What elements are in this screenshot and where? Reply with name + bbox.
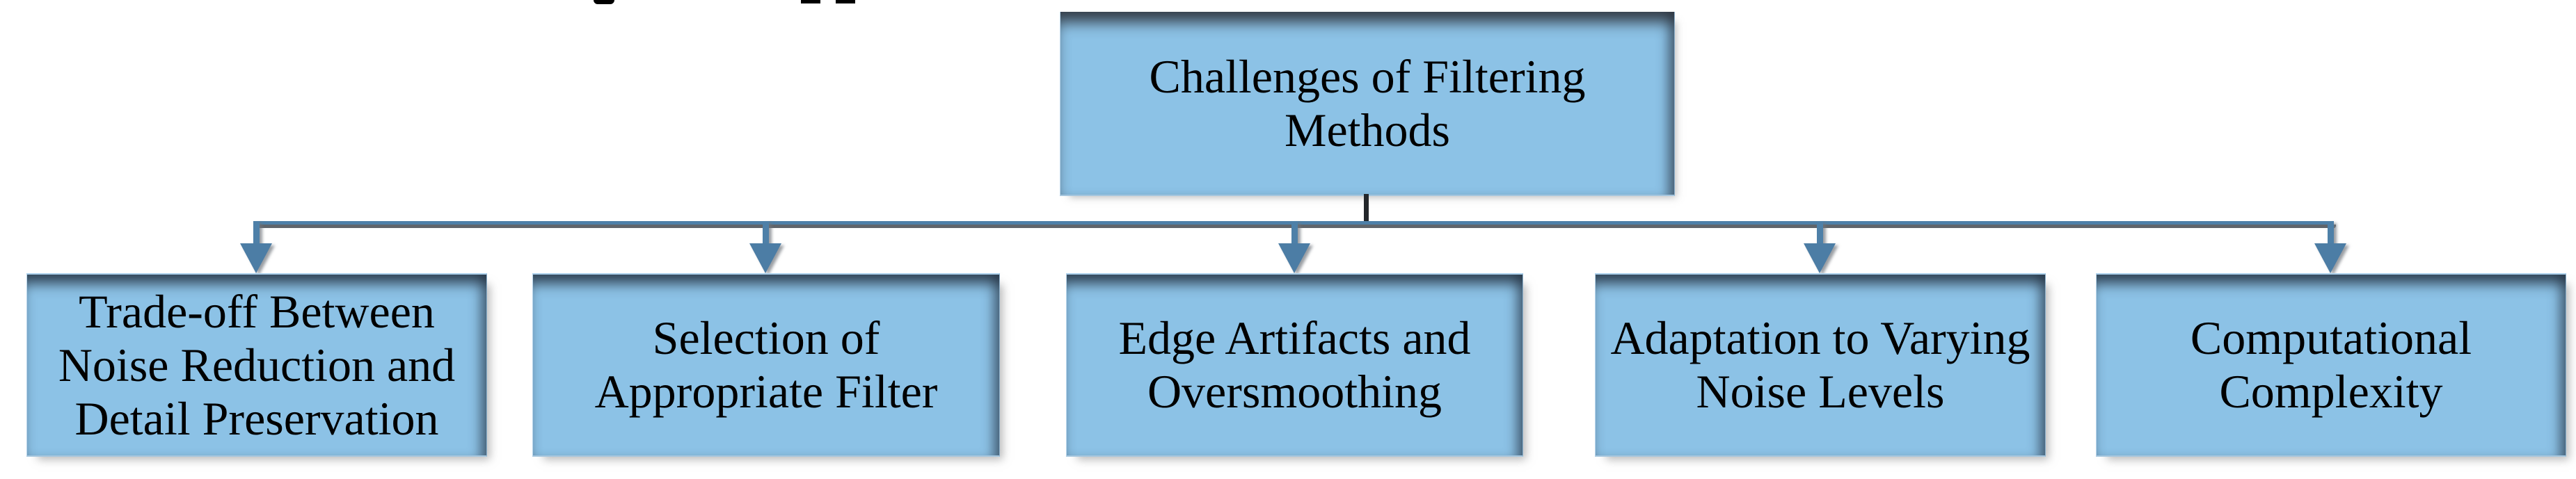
cropped-text-fragment: [801, 0, 820, 3]
arrow-head: [1278, 243, 1310, 273]
child-box-label-line: Complexity: [2219, 365, 2443, 418]
child-box-label-line: Selection of: [652, 311, 880, 364]
arrow-head: [749, 243, 781, 273]
child-box-filter-selection: Selection of Appropriate Filter: [532, 273, 1000, 457]
child-box-label-line: Edge Artifacts and: [1118, 311, 1471, 364]
child-box-label-line: Computational: [2190, 311, 2472, 364]
connector-root-stem: [1364, 194, 1369, 225]
root-box-challenges: Challenges of Filtering Methods: [1060, 12, 1675, 196]
down-arrow-icon: [1278, 221, 1310, 273]
child-box-label-line: Detail Preservation: [74, 391, 439, 445]
arrow-stem: [1291, 221, 1298, 246]
child-box-edge-artifacts: Edge Artifacts and Oversmoothing: [1066, 273, 1523, 457]
root-box-label-line: Challenges of Filtering: [1149, 49, 1586, 103]
down-arrow-icon: [2314, 221, 2346, 273]
cropped-text-fragment: [836, 0, 855, 3]
child-box-label-line: Adaptation to Varying: [1610, 311, 2030, 364]
down-arrow-icon: [1804, 221, 1836, 273]
arrow-stem: [253, 221, 260, 246]
arrow-stem: [1817, 221, 1823, 246]
down-arrow-icon: [240, 221, 272, 273]
cropped-text-fragment: [594, 0, 614, 4]
arrow-stem: [763, 221, 769, 246]
child-box-noise-adaptation: Adaptation to Varying Noise Levels: [1595, 273, 2046, 457]
arrow-head: [2314, 243, 2346, 273]
arrow-stem: [2328, 221, 2334, 246]
child-box-label-line: Oversmoothing: [1147, 365, 1442, 418]
down-arrow-icon: [749, 221, 781, 273]
child-box-label-line: Noise Reduction and: [58, 338, 456, 391]
child-box-tradeoff: Trade-off Between Noise Reduction and De…: [26, 273, 487, 457]
arrow-head: [240, 243, 272, 273]
child-box-label-line: Noise Levels: [1696, 365, 1945, 418]
root-box-label-line: Methods: [1285, 103, 1450, 156]
arrow-head: [1804, 243, 1836, 273]
child-box-label-line: Trade-off Between: [79, 284, 435, 338]
child-box-computational-complexity: Computational Complexity: [2096, 273, 2566, 457]
child-box-label-line: Appropriate Filter: [594, 365, 938, 418]
